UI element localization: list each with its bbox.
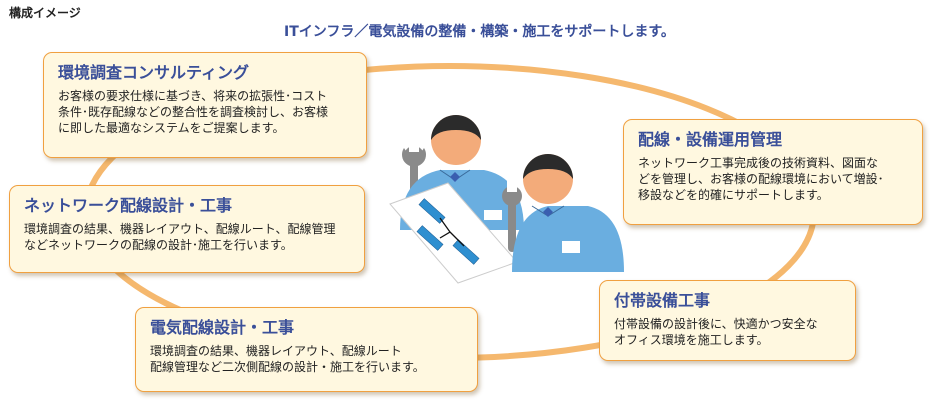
card-line: オフィス環境を施工します。 bbox=[614, 333, 769, 347]
card-operations: 配線・設備運用管理 ネットワーク工事完成後の技術資料、図面な どを管理し、お客様… bbox=[623, 119, 923, 225]
card-line: 環境調査の結果、機器レイアウト、配線ルート bbox=[150, 344, 402, 358]
card-electrical: 電気配線設計・工事 環境調査の結果、機器レイアウト、配線ルート 配線管理など二次… bbox=[135, 307, 478, 392]
card-line: 配線管理など二次側配線の設計・施工を行います。 bbox=[150, 360, 425, 374]
card-line: 付帯設備の設計後に、快適かつ安全な bbox=[614, 317, 818, 331]
card-line: 移設などを的確にサポートします。 bbox=[638, 188, 829, 202]
card-body: ネットワーク工事完成後の技術資料、図面な どを管理し、お客様の配線環境において増… bbox=[638, 155, 910, 203]
card-line: 条件･既存配線などの整合性を調査検討し、お客様 bbox=[58, 105, 329, 119]
worker-icon-front bbox=[502, 154, 624, 272]
card-title: 電気配線設計・工事 bbox=[150, 318, 295, 337]
card-network: ネットワーク配線設計・工事 環境調査の結果、機器レイアウト、配線ルート、配線管理… bbox=[9, 185, 365, 273]
card-consulting: 環境調査コンサルティング お客様の要求仕様に基づき、将来の拡張性･コスト 条件･… bbox=[43, 52, 367, 158]
card-auxiliary: 付帯設備工事 付帯設備の設計後に、快適かつ安全な オフィス環境を施工します。 bbox=[599, 280, 856, 361]
card-title: 配線・設備運用管理 bbox=[638, 130, 783, 149]
card-body: 環境調査の結果、機器レイアウト、配線ルート、配線管理 などネットワークの配線の設… bbox=[24, 221, 352, 253]
card-body: お客様の要求仕様に基づき、将来の拡張性･コスト 条件･既存配線などの整合性を調査… bbox=[58, 88, 354, 136]
card-line: 環境調査の結果、機器レイアウト、配線ルート、配線管理 bbox=[24, 222, 336, 236]
page-label: 構成イメージ bbox=[9, 6, 81, 20]
wrench-icon bbox=[502, 180, 522, 252]
card-line: どを管理し、お客様の配線環境において増設･ bbox=[638, 172, 884, 186]
card-line: などネットワークの配線の設計･施工を行います。 bbox=[24, 238, 293, 252]
card-body: 環境調査の結果、機器レイアウト、配線ルート 配線管理など二次側配線の設計・施工を… bbox=[150, 343, 465, 375]
card-body: 付帯設備の設計後に、快適かつ安全な オフィス環境を施工します。 bbox=[614, 316, 843, 348]
card-line: お客様の要求仕様に基づき、将来の拡張性･コスト bbox=[58, 89, 328, 103]
tagline: ITインフラ／電気設備の整備・構築・施工をサポートします。 bbox=[284, 24, 675, 40]
card-title: ネットワーク配線設計・工事 bbox=[24, 196, 233, 215]
card-line: に即した最適なシステムをご提案します。 bbox=[58, 121, 285, 135]
card-line: ネットワーク工事完成後の技術資料、図面な bbox=[638, 156, 879, 170]
card-title: 環境調査コンサルティング bbox=[58, 63, 250, 82]
card-title: 付帯設備工事 bbox=[614, 291, 711, 310]
